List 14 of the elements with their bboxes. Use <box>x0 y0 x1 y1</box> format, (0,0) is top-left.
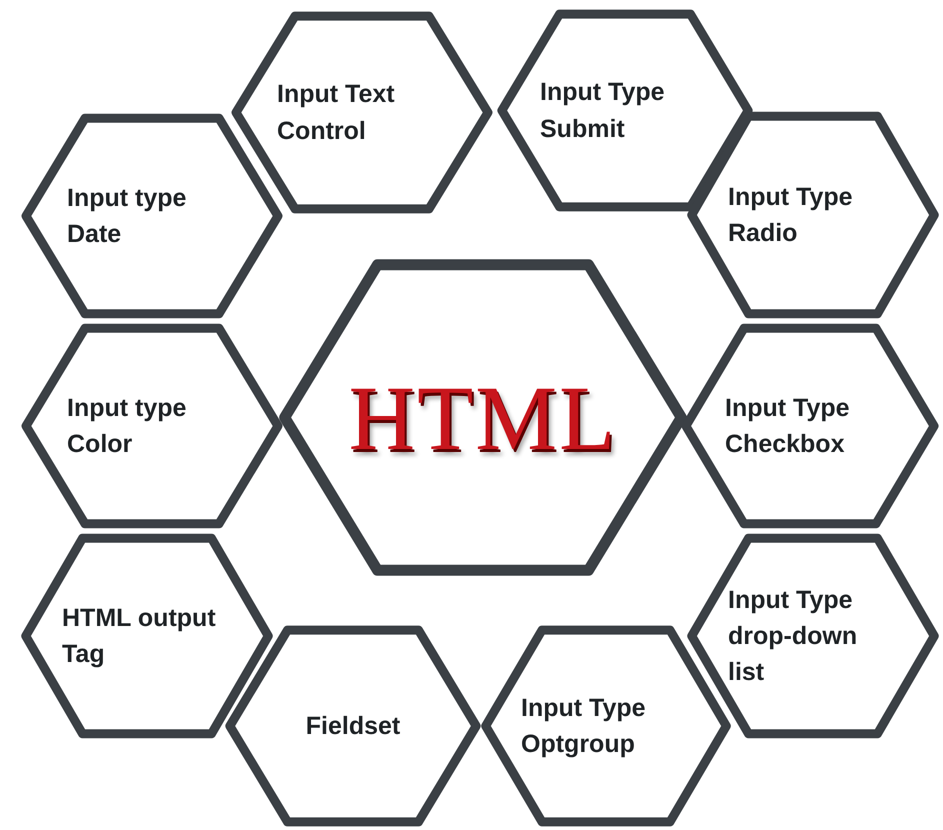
hexagon <box>18 532 276 740</box>
node-label: Input Text Control <box>277 79 396 146</box>
node-label: Input Type drop-down list <box>728 584 858 688</box>
node-label: Input Type Radio <box>728 182 854 249</box>
hexagon <box>684 110 942 320</box>
node-label: Input type Color <box>67 392 188 460</box>
title-text: HTML <box>348 372 618 464</box>
node-label: Input Type Optgroup <box>521 692 647 760</box>
node-label: Input Type Checkbox <box>725 392 851 460</box>
node-label: Fieldset <box>306 710 400 742</box>
node-label: Input Type Submit <box>540 77 666 144</box>
hexagon <box>684 532 942 740</box>
node-label: Input type Date <box>67 182 188 250</box>
node-label: HTML output Tag <box>62 602 217 670</box>
